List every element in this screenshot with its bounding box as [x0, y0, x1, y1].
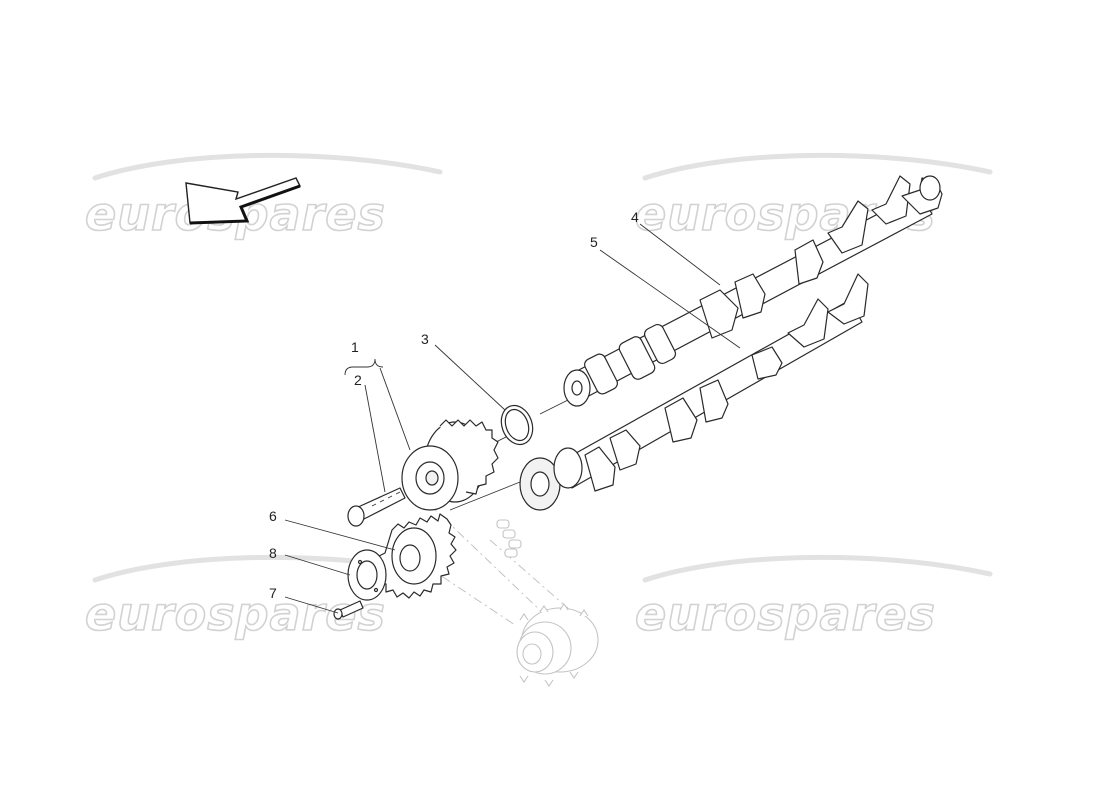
callout-2: 2 [354, 372, 362, 388]
callout-1: 1 [351, 339, 359, 355]
callout-leaders [284, 223, 741, 614]
washer-plate-part [347, 549, 387, 601]
bolt-part [347, 487, 406, 527]
direction-arrow-icon [185, 177, 301, 225]
camshaft-lower [519, 273, 869, 511]
watermark-bottom-right: eurospares [634, 554, 993, 642]
ghost-crank-gear [516, 603, 599, 687]
cam-phaser-gear [401, 419, 499, 511]
screw-part [333, 600, 364, 620]
callout-3: 3 [421, 331, 429, 347]
callout-8: 8 [269, 545, 277, 561]
callout-7: 7 [269, 585, 277, 601]
svg-text:eurospares: eurospares [635, 587, 936, 641]
sprocket-part [376, 513, 457, 599]
o-ring-part [500, 404, 534, 446]
camshaft-upper [563, 175, 943, 407]
callout-6: 6 [269, 508, 277, 524]
callout-5: 5 [590, 234, 598, 250]
callout-4: 4 [631, 209, 639, 225]
